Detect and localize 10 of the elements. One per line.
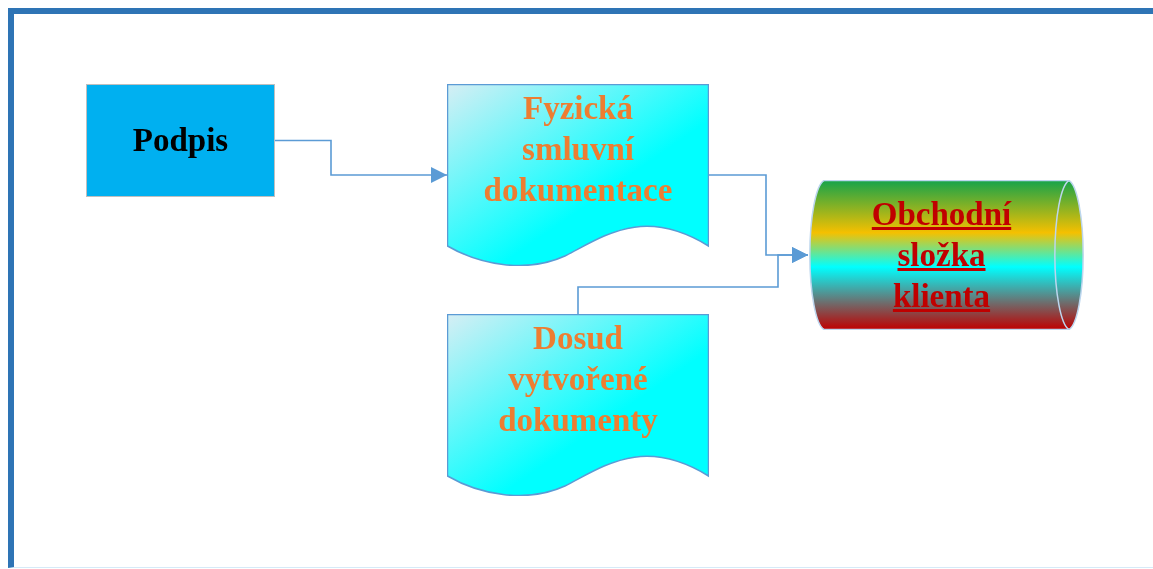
storage-cylinder <box>808 180 1085 330</box>
process-box <box>86 84 275 197</box>
node-label: Obchodní složka klienta <box>870 194 1013 316</box>
document-shape <box>447 84 709 266</box>
node-label: Podpis <box>132 121 229 160</box>
node-label: Fyzická smluvní dokumentace <box>482 89 674 210</box>
node-label: Dosud vytvořené dokumenty <box>497 319 659 440</box>
document-shape <box>447 314 709 496</box>
connector-arrow <box>577 247 809 315</box>
connector-arrow <box>274 139 448 183</box>
